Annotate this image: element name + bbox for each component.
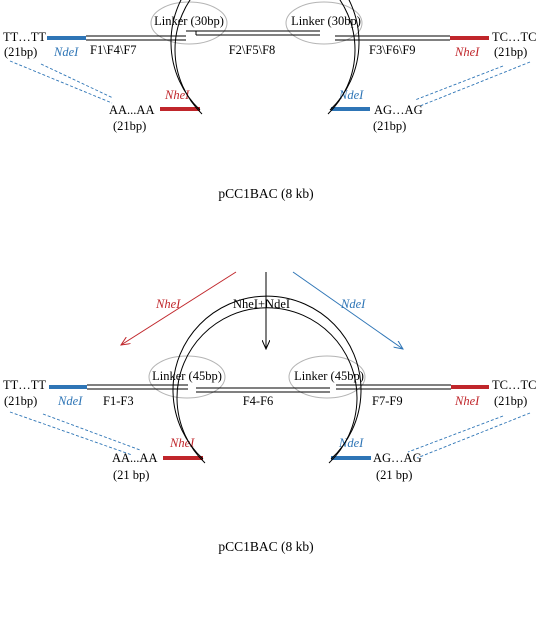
top-nde-label: NdeI xyxy=(53,45,79,59)
top-vector-nhe-label: NheI xyxy=(164,88,190,102)
bottom-linker-left-label: Linker (45bp) xyxy=(152,369,222,383)
top-vector-nde-label: NdeI xyxy=(338,88,364,102)
bottom-dashed-homology-left xyxy=(9,411,141,456)
bottom-frag3-label: F7-F9 xyxy=(372,394,403,408)
arrow-nde xyxy=(292,271,403,349)
top-plasmid-label: pCC1BAC (8 kb) xyxy=(218,186,313,201)
top-linker-left-label: Linker (30bp) xyxy=(154,14,224,28)
top-frag1-label: F1\F4\F7 xyxy=(90,43,137,57)
bottom-vector-right-bp: (21 bp) xyxy=(376,468,412,482)
top-plasmid-backbone xyxy=(170,0,360,115)
top-vector-right-bp: (21bp) xyxy=(373,119,406,133)
bottom-dashed-homology-right xyxy=(407,412,531,459)
arrow-nde-label: NdeI xyxy=(340,297,366,311)
bottom-plasmid-label: pCC1BAC (8 kb) xyxy=(218,539,313,554)
top-right-end-label: TC…TC xyxy=(492,30,536,44)
bottom-frag2-label: F4-F6 xyxy=(243,394,274,408)
top-vector-left-bp: (21bp) xyxy=(113,119,146,133)
bottom-insert-fragment-3 xyxy=(336,384,451,390)
digest-arrows: NheI NheI+NdeI NdeI xyxy=(121,271,403,349)
bottom-right-end-bp: (21bp) xyxy=(494,394,527,408)
bottom-linker-right-ellipse xyxy=(288,355,366,399)
top-insert-linker-1 xyxy=(186,30,197,35)
bottom-vector-right-seq: AG…AG xyxy=(373,451,422,465)
top-left-end-bp: (21bp) xyxy=(4,45,37,59)
bottom-nhe-label: NheI xyxy=(454,394,480,408)
top-linker-right-label: Linker (30bp) xyxy=(291,14,361,28)
bottom-insert-fragment-1 xyxy=(87,384,188,390)
arrow-nhe xyxy=(121,271,237,345)
bottom-frag1-label: F1-F3 xyxy=(103,394,134,408)
bottom-nde-label: NdeI xyxy=(57,394,83,408)
top-frag3-label: F3\F6\F9 xyxy=(369,43,416,57)
top-right-end-bp: (21bp) xyxy=(494,45,527,59)
top-left-end-label: TT…TT xyxy=(3,30,46,44)
bottom-right-end-label: TC…TC xyxy=(492,378,536,392)
bottom-left-end-bp: (21bp) xyxy=(4,394,37,408)
top-linker-right-ellipse xyxy=(285,1,363,45)
top-vector-left-seq: AA...AA xyxy=(109,103,154,117)
top-frag2-label: F2\F5\F8 xyxy=(229,43,276,57)
bottom-left-end-label: TT…TT xyxy=(3,378,46,392)
top-construct: Linker (30bp) Linker (30bp) TT…TT (21bp)… xyxy=(3,0,536,201)
top-vector-right-seq: AG…AG xyxy=(374,103,423,117)
bottom-vector-left-bp: (21 bp) xyxy=(113,468,149,482)
arrow-nhe-label: NheI xyxy=(155,297,181,311)
bottom-insert-fragment-2 xyxy=(196,387,330,393)
top-nhe-label: NheI xyxy=(454,45,480,59)
bottom-vector-nde-label: NdeI xyxy=(338,436,364,450)
bottom-plasmid-backbone xyxy=(172,295,362,464)
top-insert-fragment-2 xyxy=(196,30,320,36)
top-dashed-homology-left xyxy=(9,60,114,104)
top-insert-fragment-1 xyxy=(86,35,186,41)
bottom-linker-right-label: Linker (45bp) xyxy=(294,369,364,383)
bottom-vector-nhe-label: NheI xyxy=(169,436,195,450)
bottom-construct: Linker (45bp) Linker (45bp) TT…TT (21bp)… xyxy=(3,295,536,554)
bottom-vector-left-seq: AA...AA xyxy=(112,451,157,465)
top-dashed-homology-right xyxy=(414,61,531,107)
